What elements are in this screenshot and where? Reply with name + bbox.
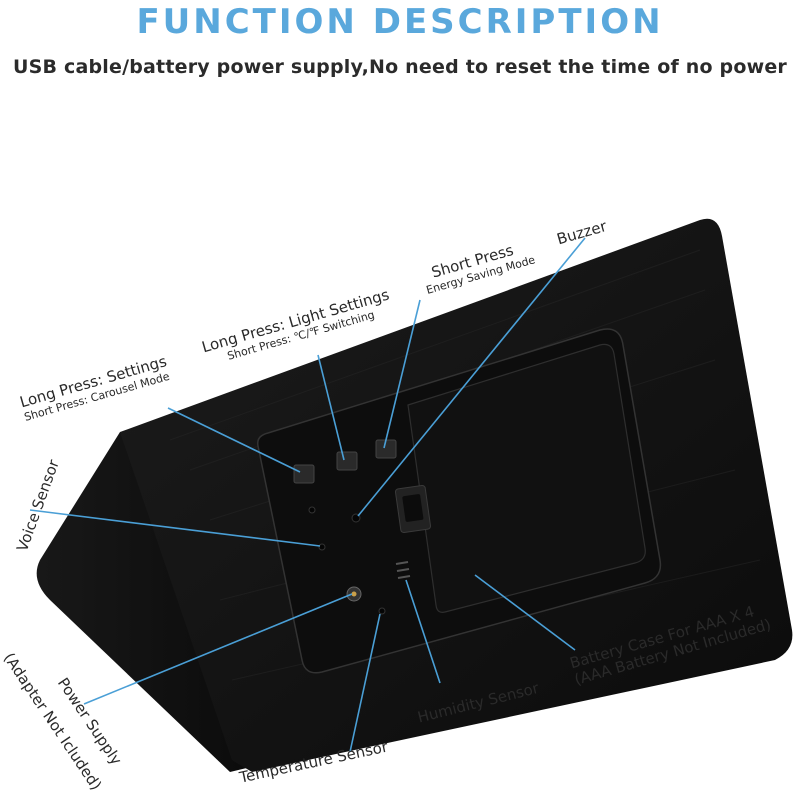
settings-button: [294, 465, 314, 483]
voice-sensor-hole: [319, 544, 325, 550]
light-button: [337, 452, 357, 470]
temperature-sensor-hole: [379, 608, 385, 614]
hole-small: [309, 507, 315, 513]
